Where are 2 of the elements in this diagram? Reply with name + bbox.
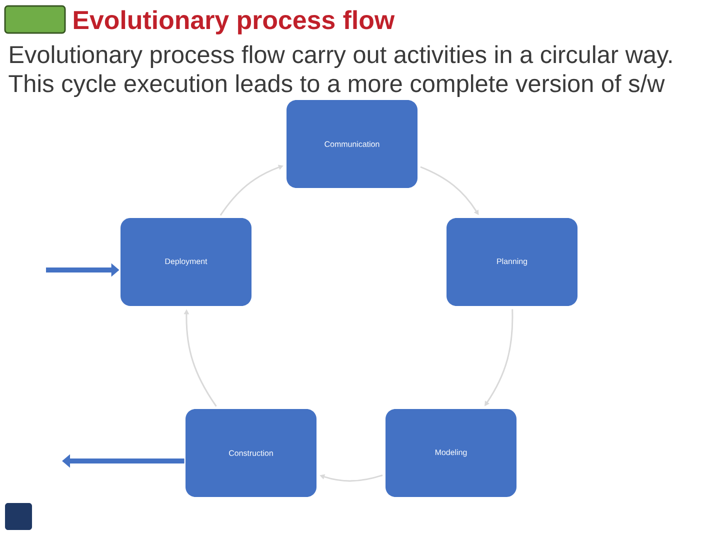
title: Evolutionary process flow xyxy=(74,10,395,34)
body-text: Evolutionary process flow carry out activities in a circular way. xyxy=(10,45,672,68)
